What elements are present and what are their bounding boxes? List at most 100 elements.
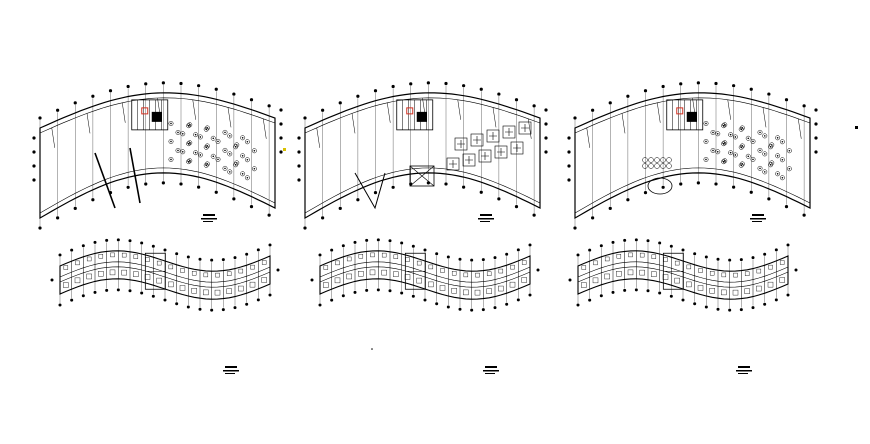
furniture-table [757,129,763,135]
furniture-table [187,140,193,146]
furniture-table [703,139,709,144]
furniture-center [729,151,732,154]
axis-bubble [268,293,272,297]
axis-bubble [732,84,736,88]
bathroom [733,272,738,278]
bed [686,281,692,288]
bed [416,277,422,284]
bed [323,282,329,288]
axis-bubble [330,248,334,252]
axis-bubble [318,303,322,307]
axis-bubble [728,258,732,262]
furniture-table [233,162,239,168]
axis-bubble [32,178,36,182]
furniture-center [170,140,172,143]
axis-bubble [751,256,755,260]
furniture-center [205,164,208,167]
podium-plan-3[interactable] [567,81,818,230]
axis-bubble [623,288,627,292]
axis-bubble [446,305,450,309]
axis-bubble [532,213,536,217]
axis-bubble [303,116,307,120]
furniture-center [234,145,237,148]
axis-bubble [175,302,179,306]
furniture-table [210,135,216,141]
bathroom [203,272,209,278]
axis-bubble [108,89,113,93]
furniture-table [739,161,745,167]
axis-bubble [786,243,790,247]
axis-bubble [544,150,548,154]
axis-bubble [576,253,580,257]
tower-plan-2[interactable] [310,238,540,312]
axis-bubble [763,252,767,256]
bed [486,288,492,294]
partition [122,102,126,123]
furniture-table [739,143,745,149]
tower-plan-1[interactable] [50,238,280,312]
axis-bubble [116,288,120,292]
furniture-center [246,158,249,161]
furniture-center [212,137,215,140]
furniture-center [194,133,197,136]
tree [648,157,654,163]
partition [316,127,320,148]
furniture-center [253,149,256,152]
axis-bubble [516,298,520,302]
axis-bubble [774,248,778,252]
bathroom [226,271,232,276]
furniture-center [234,163,237,166]
bed [721,289,727,296]
axis-bubble [279,108,283,112]
axis-bubble [458,257,462,261]
furniture-table [738,144,744,150]
podium-plan-2[interactable] [297,81,548,230]
axis-bubble [210,308,214,312]
furniture-center [712,149,714,152]
axis-bubble [365,238,369,242]
axis-bubble [105,238,109,242]
axis-bubble [81,294,85,298]
partition [157,97,161,119]
furniture-center [734,154,737,156]
furniture-table [222,165,228,171]
axis-bubble [514,205,519,209]
furniture-table [168,157,174,162]
furniture-center [194,151,197,154]
furniture-table [203,144,209,150]
bed [346,273,352,280]
room-symbol [513,144,521,152]
furniture-center [722,124,725,127]
furniture-center [228,171,231,173]
furniture-center [769,163,772,166]
bathroom [616,254,622,259]
bathroom [686,264,692,270]
axis-bubble [353,290,357,294]
axis-bubble [214,87,218,91]
bed [697,285,704,291]
furniture-center [705,158,707,161]
furniture-table [233,144,239,150]
partition [192,99,196,120]
furniture-center [177,131,179,134]
furniture-center [246,176,249,179]
axis-bubble [693,302,697,306]
furniture-table [240,153,246,159]
bathroom [639,252,645,258]
furniture-table [227,151,233,157]
axis-bubble [634,238,638,242]
axis-bubble [144,182,148,186]
furniture-center [217,158,219,161]
stair-hatch [416,111,427,122]
tower-plan-3[interactable] [568,238,798,312]
partition [621,113,626,134]
axis-bubble [144,82,148,86]
podium-plan-1[interactable] [32,81,283,230]
axis-bubble [91,198,95,202]
axis-bubble [658,241,662,245]
axis-bubble [91,94,95,98]
axis-bubble [544,108,548,112]
furniture-table [187,158,193,164]
axis-bubble [297,150,301,154]
bathroom [86,256,92,262]
